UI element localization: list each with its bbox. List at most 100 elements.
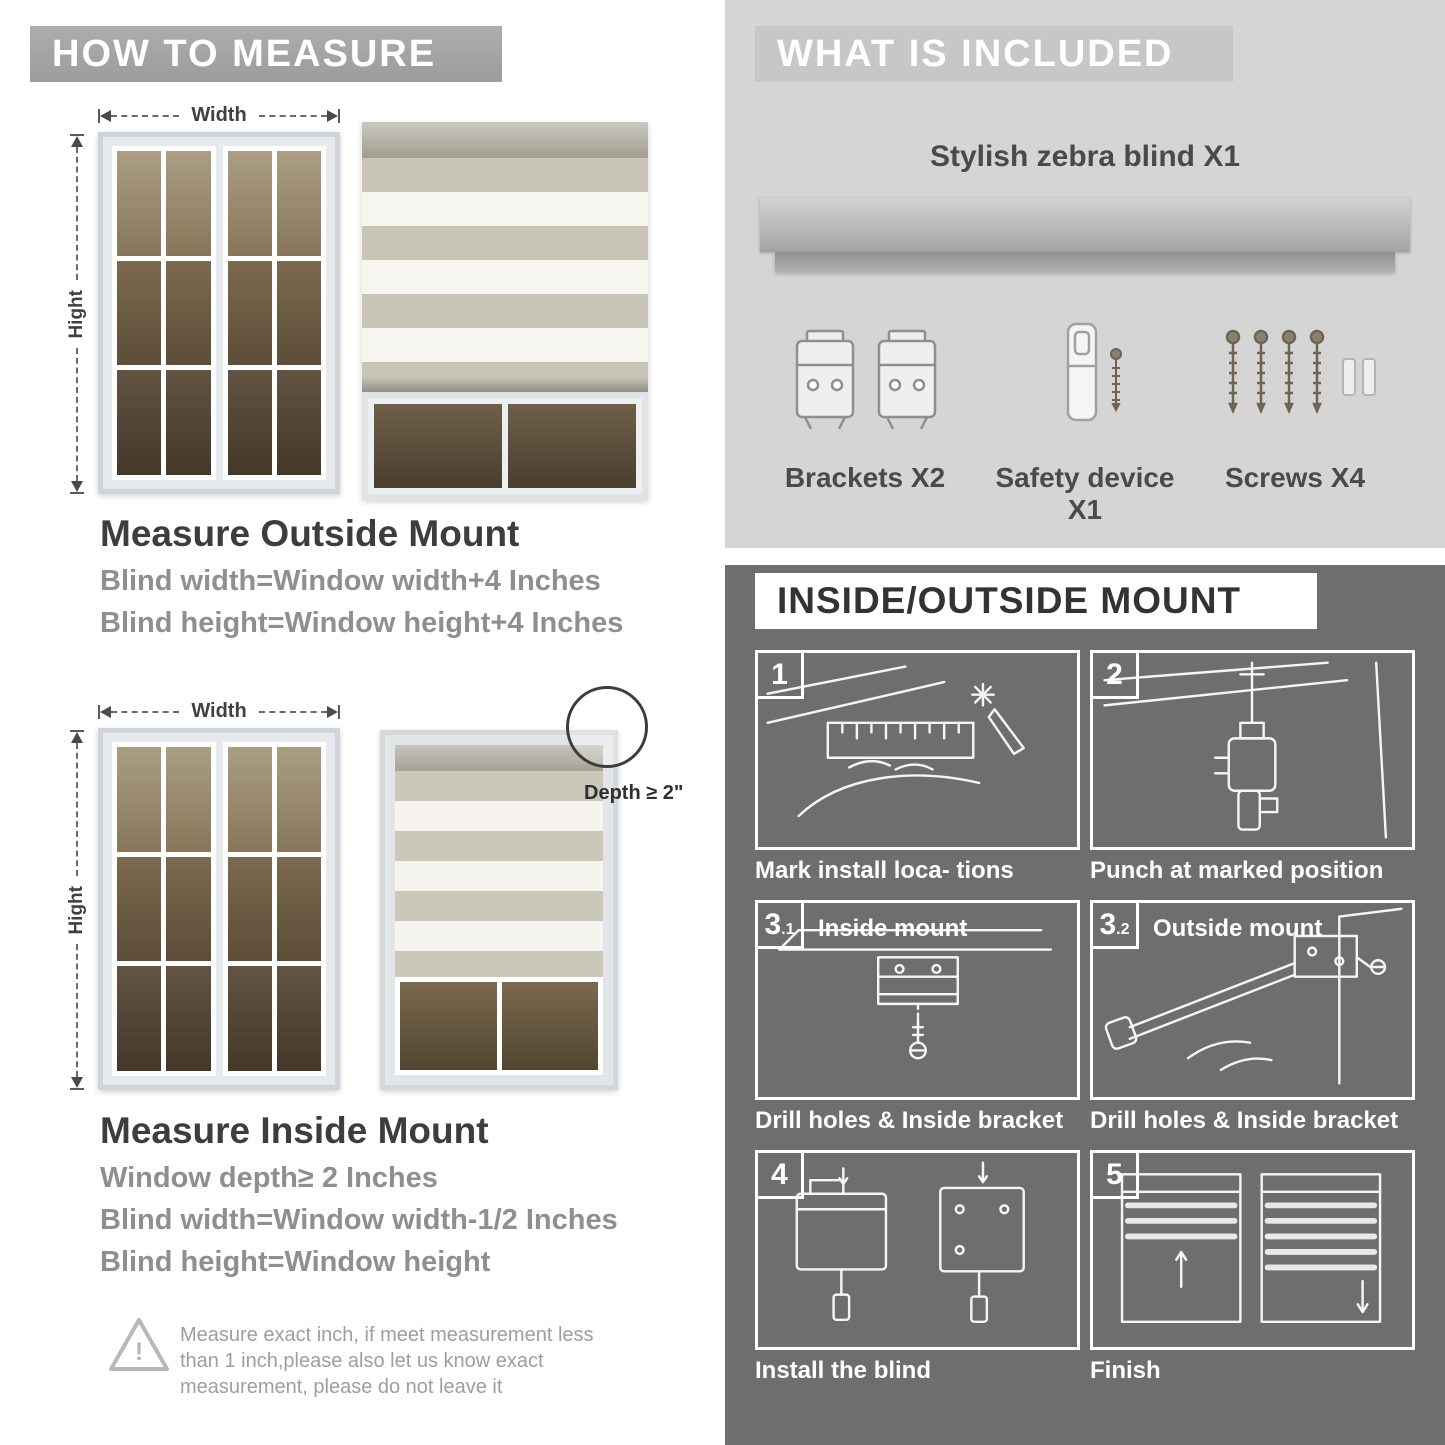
blind-bottom-rail [362, 378, 648, 392]
step-panel-4: 4 [755, 1150, 1080, 1350]
step-number: 5 [1106, 1157, 1123, 1191]
what-is-included-title: WHAT IS INCLUDED [777, 32, 1174, 75]
outside-mount-title: Measure Outside Mount [100, 513, 520, 554]
window-pane [117, 260, 162, 366]
window-below-blind [362, 392, 648, 500]
window-sash [222, 742, 326, 1076]
window-sash [222, 146, 326, 480]
width-arrow-label: Width [191, 700, 247, 722]
arrow-head-icon [71, 1077, 83, 1089]
window-below-blind [395, 977, 603, 1075]
arrow-endbar [338, 108, 341, 123]
arrow-endbar [98, 704, 100, 719]
step-caption-3-2: Drill holes & Inside bracket [1090, 1107, 1399, 1134]
finish-blinds-illustration [1120, 1173, 1382, 1323]
arrow-endbar [338, 704, 341, 719]
step-panel-3-1: 3.1 Inside mount [755, 900, 1080, 1100]
arrow-head-icon [71, 732, 83, 743]
window-illustration-outside [98, 132, 340, 494]
window-illustration-inside [98, 728, 340, 1090]
window-pane [276, 151, 321, 256]
inside-mount-title: Measure Inside Mount [100, 1110, 489, 1151]
step-sub-number: .2 [1116, 920, 1130, 938]
outside-mount-line: Blind height=Window height+4 Inches [100, 607, 624, 639]
window-pane [166, 151, 211, 256]
window-sash [112, 742, 216, 1076]
arrow-endbar [70, 730, 84, 732]
inside-mount-line: Window depth≥ 2 Inches [100, 1162, 438, 1194]
arrow-endbar [70, 1088, 84, 1091]
blind-cassette [362, 122, 648, 158]
warning-exclamation: ! [134, 1338, 144, 1366]
step-number: 4 [771, 1157, 788, 1191]
window-pane [276, 966, 321, 1071]
step-caption-3-1: Drill holes & Inside bracket [755, 1107, 1064, 1134]
headrail-valance [775, 252, 1395, 272]
inside-mount-line: Blind width=Window width-1/2 Inches [100, 1204, 618, 1236]
window-pane [117, 856, 162, 962]
window-pane [117, 966, 162, 1071]
brackets-icon [795, 329, 937, 430]
step-panel-5: 5 [1090, 1150, 1415, 1350]
zebra-blind-inside-photo [380, 730, 618, 1090]
warning-text-line: than 1 inch,please also let us know exac… [180, 1350, 544, 1372]
step-panel-1: 1 [755, 650, 1080, 850]
arrow-endbar [98, 108, 100, 123]
height-arrow: Hight [66, 730, 88, 1091]
step-number-badge: 3.1 [758, 903, 804, 949]
what-is-included-section: WHAT IS INCLUDED Stylish zebra blind X1 [725, 0, 1445, 548]
arrow-head-icon [71, 136, 83, 147]
step-number: 2 [1106, 657, 1123, 691]
window-pane [227, 370, 272, 475]
window-pane [374, 404, 502, 488]
arrow-line [76, 147, 78, 280]
step-number-badge: 1 [758, 653, 804, 699]
how-to-measure-banner: HOW TO MEASURE [30, 26, 502, 82]
step-sub-number: .1 [781, 920, 795, 938]
window-pane [227, 747, 272, 852]
step-caption-1: Mark install loca- tions [755, 857, 1014, 884]
drill-illustration [1103, 661, 1388, 839]
window-pane [276, 370, 321, 475]
product-label: Stylish zebra blind X1 [929, 140, 1241, 173]
step-number: 1 [771, 657, 788, 691]
window-pane [227, 151, 272, 256]
window-pane [117, 370, 162, 475]
arrow-line [111, 114, 180, 117]
step-panel-2: 2 [1090, 650, 1415, 850]
window-pane [400, 982, 497, 1070]
arrow-head-icon [327, 109, 339, 122]
step-number-badge: 5 [1093, 1153, 1139, 1199]
item-label-brackets: Brackets X2 [784, 462, 946, 493]
height-arrow-label: Hight [66, 885, 87, 935]
step-caption-2: Punch at marked position [1090, 857, 1384, 884]
window-pane [276, 260, 321, 366]
what-is-included-banner: WHAT IS INCLUDED [755, 26, 1233, 82]
window-pane [508, 404, 636, 488]
arrow-line [111, 710, 180, 713]
blind-cassette [395, 745, 603, 771]
zebra-blind-outside-photo [362, 122, 648, 500]
mount-section: INSIDE/OUTSIDE MOUNT 1 Mark install loca… [725, 565, 1445, 1445]
step-caption-5: Finish [1090, 1357, 1161, 1384]
arrow-head-icon [100, 109, 111, 122]
height-arrow-label: Hight [66, 289, 87, 339]
step-number-badge: 3.2 [1093, 903, 1139, 949]
arrow-endbar [70, 492, 84, 495]
item-label-safety-device: Safety device X1 [995, 462, 1175, 525]
step-number: 3 [1099, 907, 1117, 941]
arrow-line [258, 114, 328, 117]
mark-locations-illustration [766, 665, 1025, 818]
arrow-line [258, 710, 328, 713]
arrow-head-icon [327, 705, 339, 718]
outside-mount-line: Blind width=Window width+4 Inches [100, 565, 601, 597]
arrow-line [76, 743, 78, 876]
window-pane [166, 856, 211, 962]
window-pane [276, 856, 321, 962]
window-pane [276, 747, 321, 852]
window-pane [166, 966, 211, 1071]
width-arrow: Width [98, 104, 341, 127]
window-pane [227, 966, 272, 1071]
step-caption-4: Install the blind [755, 1357, 932, 1384]
window-pane [166, 370, 211, 475]
